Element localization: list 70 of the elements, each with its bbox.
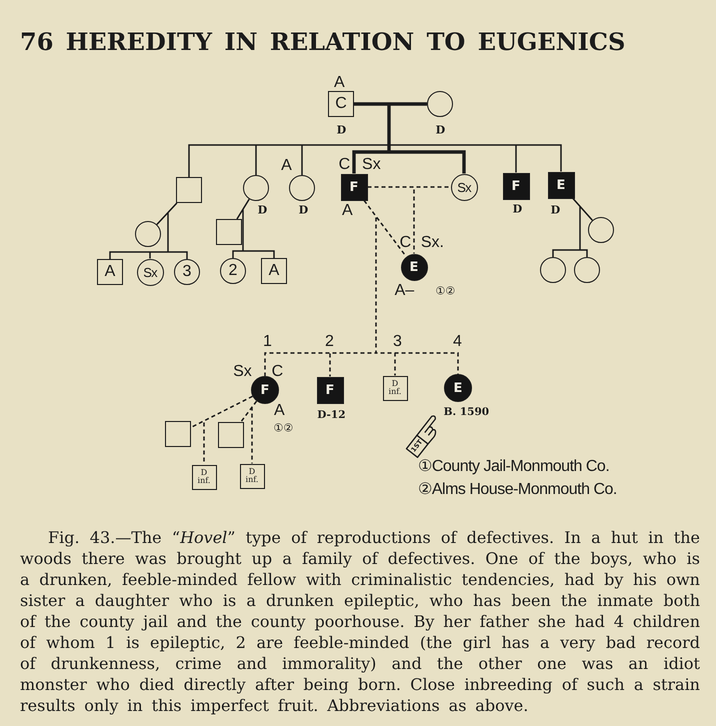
symbol-text: Sx bbox=[143, 266, 157, 278]
pedigree-square bbox=[218, 422, 244, 448]
symbol-text: D inf. bbox=[388, 380, 402, 396]
symbol-text: F bbox=[326, 384, 334, 396]
pedigree-line bbox=[240, 400, 258, 464]
symbol-text: A bbox=[104, 264, 116, 280]
symbol-text: Sx bbox=[457, 180, 471, 194]
annotation-text: C bbox=[272, 364, 284, 380]
symbol-text: C bbox=[335, 96, 347, 112]
pedigree-line bbox=[232, 198, 275, 259]
pedigree-square bbox=[216, 219, 242, 245]
symbol-text: E bbox=[454, 382, 462, 394]
annotation-text: D bbox=[336, 124, 346, 136]
annotation-text: Sx bbox=[233, 364, 252, 380]
pedigree-circle bbox=[135, 221, 161, 247]
annotation-text: B. 1590 bbox=[444, 407, 490, 418]
pedigree-line bbox=[366, 186, 452, 254]
legend-text: ①County Jail-Monmouth Co. bbox=[418, 459, 610, 475]
annotation-text: 3 bbox=[392, 334, 402, 350]
annotation-text: A bbox=[274, 403, 285, 420]
annotation-text: Sx bbox=[362, 157, 381, 174]
legend-text: ②Alms House-Monmouth Co. bbox=[418, 482, 617, 498]
symbol-text: D inf. bbox=[244, 468, 260, 484]
pedigree-circle bbox=[450, 174, 478, 200]
annotation-text: D bbox=[258, 204, 268, 216]
pedigree-line bbox=[109, 202, 188, 260]
annotation-text: A bbox=[281, 158, 292, 174]
symbol-text: 3 bbox=[182, 264, 192, 280]
symbol-text: E bbox=[410, 260, 418, 274]
annotation-text: D bbox=[436, 124, 446, 136]
annotation-text: A bbox=[334, 75, 345, 92]
pedigree-line bbox=[552, 198, 594, 258]
pedigree-circle bbox=[574, 257, 600, 283]
annotation-text: C bbox=[400, 235, 412, 252]
page-heading: 76 HEREDITY IN RELATION TO EUGENICS bbox=[20, 27, 626, 57]
pedigree-line bbox=[264, 200, 459, 378]
annotation-text: D bbox=[512, 204, 522, 215]
annotation-text: 4 bbox=[452, 334, 462, 350]
symbol-text: 2 bbox=[228, 263, 238, 279]
annotation-text: D bbox=[550, 204, 560, 216]
annotation-text: A– bbox=[394, 283, 414, 300]
pedigree-square bbox=[261, 258, 287, 284]
pedigree-circle bbox=[588, 217, 614, 243]
annotation-text: Sx. bbox=[420, 235, 444, 252]
annotation-text: ①② bbox=[274, 422, 294, 434]
figure-caption: Fig. 43.—The “Hovel” type of reproductions of defectives. In a hut in the woods there was brought up a family of defectives. One of the boys, who is a drunken, feeble-minded fellow with criminalistic tendencies, had by his own sister a daughter who is a drunken epileptic, who has been the inmate both of the county jail and the county poorhouse. By her father she had 4 children of whom 1 is epileptic, 2 are feeble-minded (the girl has a very bad record of drunkenness, crime and immorality) and the other one was an idiot monster who died directly after being born. Close inbreeding of such a strain results only in this imperfect fruit. Abbreviations as above. bbox=[20, 527, 700, 716]
pedigree-square bbox=[176, 177, 202, 203]
annotation-text: A bbox=[342, 203, 353, 220]
pedigree-circle bbox=[540, 257, 566, 283]
symbol-text: F bbox=[260, 384, 270, 396]
pedigree-line bbox=[352, 102, 466, 176]
annotation-text: C bbox=[338, 157, 350, 174]
pedigree-square bbox=[240, 464, 264, 488]
pedigree-circle bbox=[174, 259, 200, 285]
pedigree-square bbox=[165, 421, 191, 447]
symbol-text: E bbox=[556, 178, 566, 192]
annotation-text: 1 bbox=[262, 334, 272, 350]
symbol-text: F bbox=[512, 180, 520, 192]
pedigree-square bbox=[192, 464, 216, 490]
pedigree-line bbox=[188, 103, 562, 178]
annotation-text: D-12 bbox=[317, 410, 346, 421]
symbol-text: F bbox=[350, 180, 358, 194]
annotation-text: ①② bbox=[436, 286, 456, 297]
symbol-text: A bbox=[268, 263, 280, 279]
pedigree-square bbox=[97, 259, 123, 285]
pedigree-circle bbox=[220, 258, 246, 284]
annotation-text: D bbox=[298, 204, 308, 216]
annotation-text: 2 bbox=[324, 334, 334, 350]
pedigree-circle bbox=[136, 258, 164, 286]
symbol-text: D inf. bbox=[196, 468, 212, 486]
